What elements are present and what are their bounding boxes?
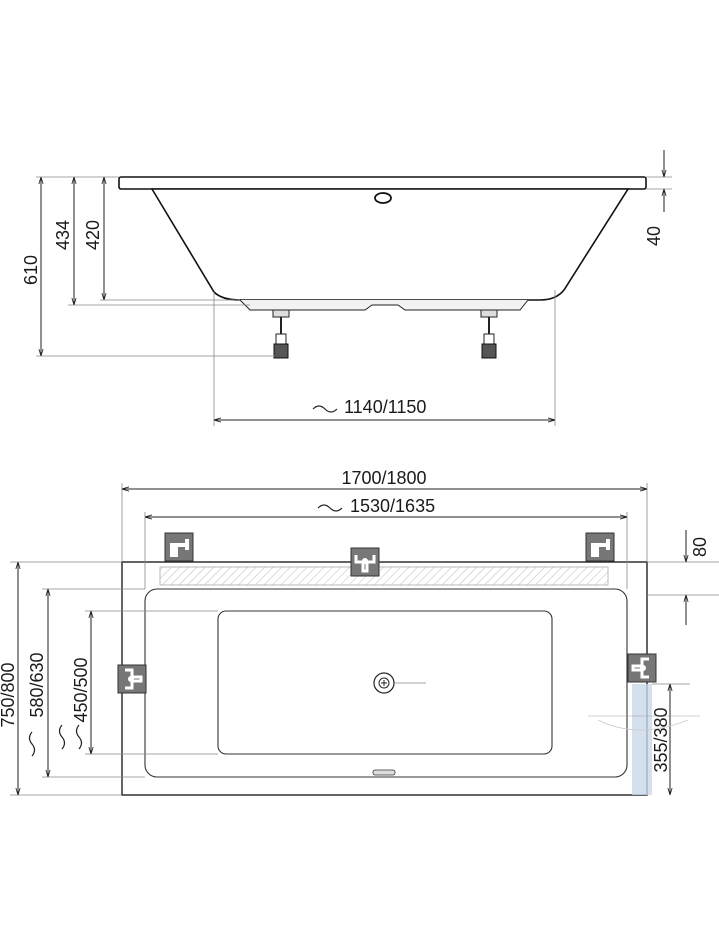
top-view: 1700/1800 1530/1635 750/800 580/630 450/… (0, 468, 719, 796)
base-frame (239, 299, 529, 311)
drain-icon (373, 672, 395, 694)
faint-arc (597, 719, 689, 731)
approx-symbol-width-mid (58, 724, 66, 750)
leg-right (480, 309, 498, 359)
drain-zone-shade (632, 684, 652, 795)
faucet-icon (164, 532, 194, 562)
front-overflow (372, 769, 396, 776)
dim-bottom-length: 1140/1150 (344, 397, 426, 417)
valve-icon (627, 653, 657, 683)
dim-overall-height: 610 (21, 255, 41, 285)
tub-body (150, 188, 630, 301)
approx-symbol-width-outer (28, 731, 36, 757)
dim-height-b: 420 (83, 220, 103, 250)
dim-height-a: 434 (53, 220, 73, 250)
dim-width-mid: 580/630 (27, 652, 47, 717)
leg-left (272, 309, 290, 359)
approx-symbol-length (317, 504, 343, 512)
valve-icon (117, 664, 147, 694)
dim-length-inner: 1530/1635 (350, 496, 435, 516)
dim-width-outer: 750/800 (0, 662, 18, 727)
dim-rim-thickness: 40 (644, 226, 664, 246)
dim-width-inner: 450/500 (71, 657, 91, 722)
dim-drain-offset: 355/380 (651, 707, 671, 772)
faucet-icon (585, 532, 615, 562)
tub-rim (118, 176, 647, 190)
approx-symbol-bottom (312, 405, 338, 413)
rim-hatched-zone (159, 566, 609, 586)
valve-icon (350, 547, 380, 577)
approx-symbol-width-inner (75, 724, 83, 750)
dim-rim-offset: 80 (690, 537, 710, 557)
side-view: 610 434 420 40 1140/1150 (21, 150, 672, 426)
dim-length-outer: 1700/1800 (341, 468, 426, 488)
overflow-outlet (374, 192, 392, 204)
